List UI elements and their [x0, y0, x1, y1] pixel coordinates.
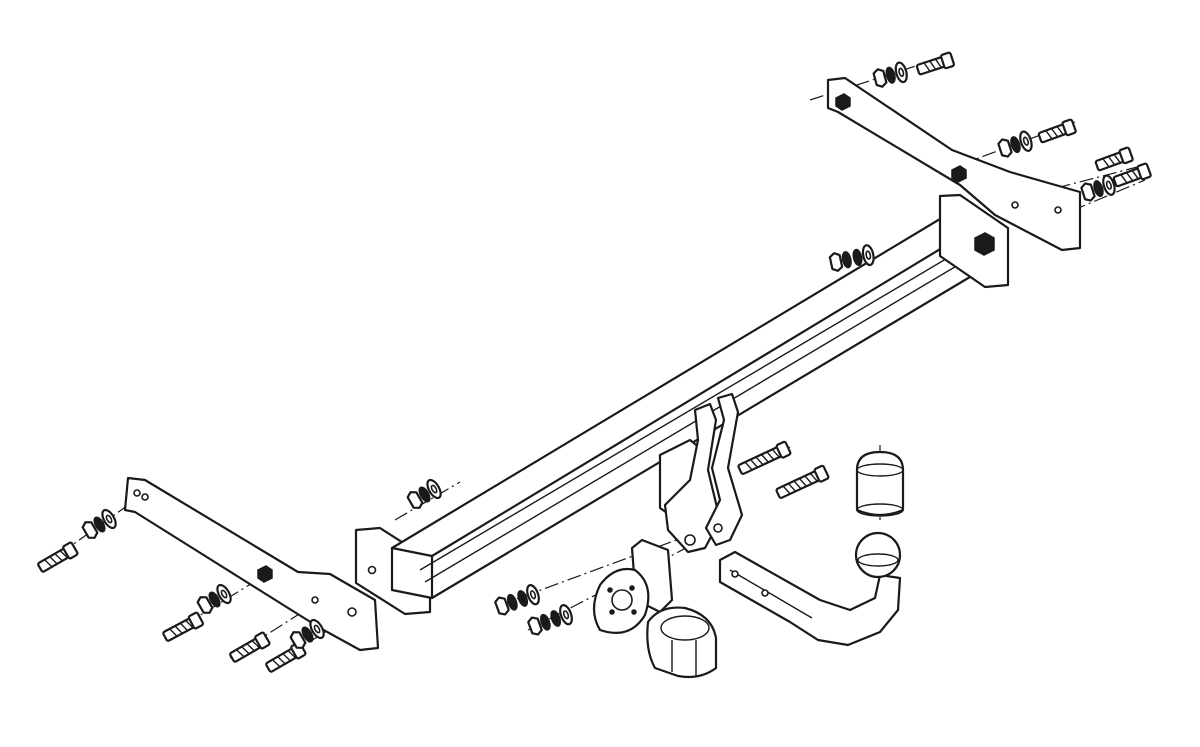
bolt [1094, 146, 1134, 172]
bolt [162, 611, 204, 642]
nut-washer-stacks [81, 61, 1116, 649]
bolt [37, 541, 79, 573]
ball-mount-bracket [663, 392, 744, 554]
nut-washer-stack [494, 584, 540, 616]
right-side-bracket [826, 76, 1082, 252]
bolts-group [37, 51, 1152, 673]
ball-cap [855, 450, 905, 517]
bolt [1112, 162, 1152, 188]
nut-washer-stack [81, 508, 117, 539]
tow-ball-neck [718, 531, 902, 647]
socket-mounting-plate [592, 538, 674, 634]
bolt [229, 631, 271, 663]
nut-washer-stack [828, 244, 875, 272]
right-end-plate [938, 193, 1010, 289]
nut-washer-stack [196, 583, 232, 614]
nut-washer-stack [1080, 174, 1116, 202]
nut-washer-stack [289, 618, 325, 649]
nut-washer-stack [527, 604, 573, 636]
electrical-socket [646, 606, 718, 679]
bolt [1037, 118, 1077, 144]
nut-washer-stack [406, 478, 442, 509]
nut-washer-stack [997, 130, 1033, 158]
nut-washer-stack [872, 61, 908, 88]
bolt [737, 440, 792, 475]
bolt [915, 51, 955, 76]
assembly-axis-lines [39, 54, 1146, 669]
left-side-bracket [123, 476, 380, 652]
bolt [775, 464, 830, 499]
